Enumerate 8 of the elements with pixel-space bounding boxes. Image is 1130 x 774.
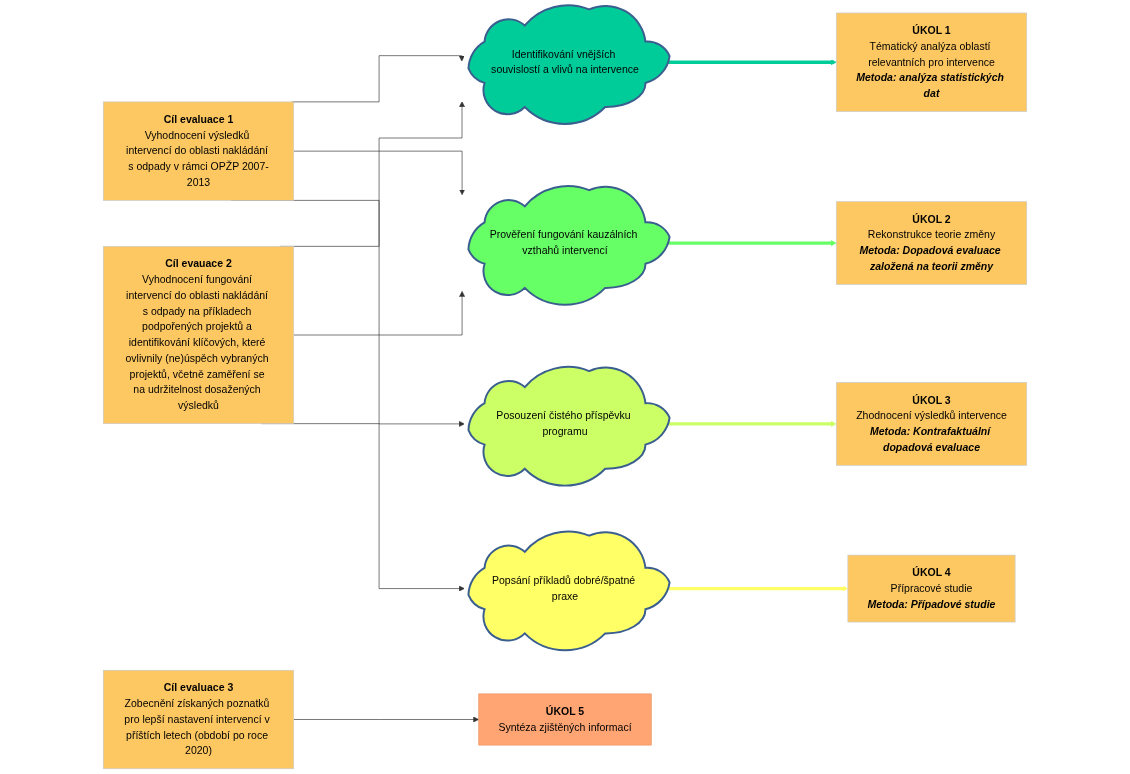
node-box: Cíl evaluace 1 Vyhodnocení výsledků intervencí do oblasti nakládání s odpady v rámci OPŽP 2007-2013: [102, 101, 295, 201]
node-box: ÚKOL 4 Přípracové studie Metoda: Případové studie: [847, 554, 1016, 623]
node-box: ÚKOL 3 Zhodnocení výsledků intervence Metoda: Kontrafaktuální dopadová evaluace: [835, 382, 1028, 466]
node-box: ÚKOL 1 Tématický analýza oblastí relevantních pro intervence Metoda: analýza statistických dat: [835, 12, 1028, 112]
node-box: ÚKOL 5 Syntéza zjištěných informací: [478, 693, 652, 746]
node-box: Cíl evaluace 3 Zobecnění získaných poznatků pro lepší nastavení intervencí v příštích letech (období po roce 2020): [102, 669, 295, 770]
node-box: ÚKOL 2 Rekonstrukce teorie změny Metoda: Dopadová evaluace založená na teorii změny: [835, 201, 1028, 285]
node-box: Cíl evauace 2 Vyhodnocení fungování intervencí do oblasti nakládání s odpady na příkladech podpořených projektů a identifikování klíčových, které ovlivnily (ne)úspěch vybraných projektů, včetně zaměření se na udržitelnost dosažených výsledků: [102, 246, 295, 424]
